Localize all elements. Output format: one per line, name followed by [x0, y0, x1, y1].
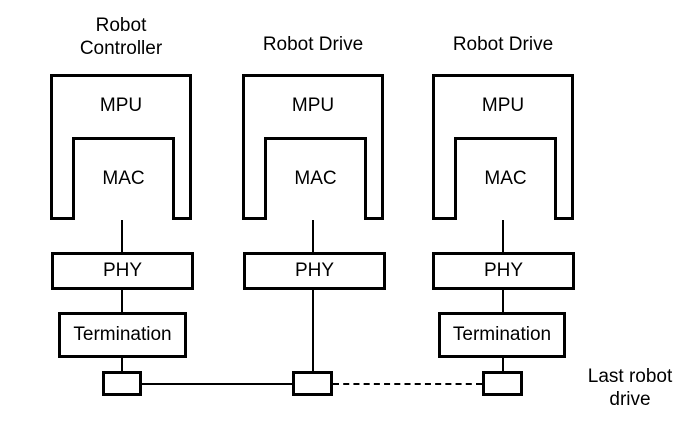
connector-mpu-to-phy-robot-drive-1	[312, 220, 314, 252]
connector-termination-to-bus-robot-controller	[121, 358, 123, 373]
mpu-label: MPU	[481, 95, 525, 116]
mac-block-robot-drive-1: MAC	[264, 137, 367, 220]
bus-connector-robot-drive-1	[292, 371, 333, 396]
termination-label: Termination	[452, 324, 552, 345]
node-title-robot-drive-last: Robot Drive	[452, 34, 554, 55]
connector-phy-to-termination-robot-controller	[121, 290, 123, 312]
phy-block-robot-drive-1: PHY	[243, 252, 386, 290]
phy-label: PHY	[483, 260, 524, 281]
bus-connector-robot-drive-last	[482, 371, 523, 396]
phy-label: PHY	[294, 260, 335, 281]
mpu-label: MPU	[99, 95, 143, 116]
termination-block-robot-drive-last: Termination	[438, 312, 566, 358]
mac-label: MAC	[294, 168, 337, 189]
mpu-label: MPU	[291, 95, 335, 116]
bus-segment-dashed	[333, 383, 482, 385]
termination-label: Termination	[73, 324, 172, 345]
mac-block-robot-controller: MAC	[72, 137, 175, 220]
phy-block-robot-drive-last: PHY	[432, 252, 575, 290]
connector-termination-to-bus-robot-drive-last	[502, 358, 504, 373]
phy-label: PHY	[102, 260, 143, 281]
connector-phy-to-bus-robot-drive-1	[312, 290, 314, 373]
node-title-robot-drive-1: Robot Drive	[262, 34, 364, 55]
mac-label: MAC	[102, 168, 145, 189]
connector-mpu-to-phy-robot-drive-last	[502, 220, 504, 252]
bus-end-label: Last robot drive	[587, 366, 673, 410]
mac-block-robot-drive-last: MAC	[454, 137, 557, 220]
node-title-robot-controller: Robot Controller	[79, 15, 163, 59]
bus-segment-solid	[142, 383, 292, 385]
mac-label: MAC	[484, 168, 527, 189]
phy-block-robot-controller: PHY	[51, 252, 194, 290]
bus-connector-robot-controller	[102, 371, 142, 396]
termination-block-robot-controller: Termination	[58, 312, 187, 358]
connector-mpu-to-phy-robot-controller	[121, 220, 123, 252]
connector-phy-to-termination-robot-drive-last	[502, 290, 504, 312]
